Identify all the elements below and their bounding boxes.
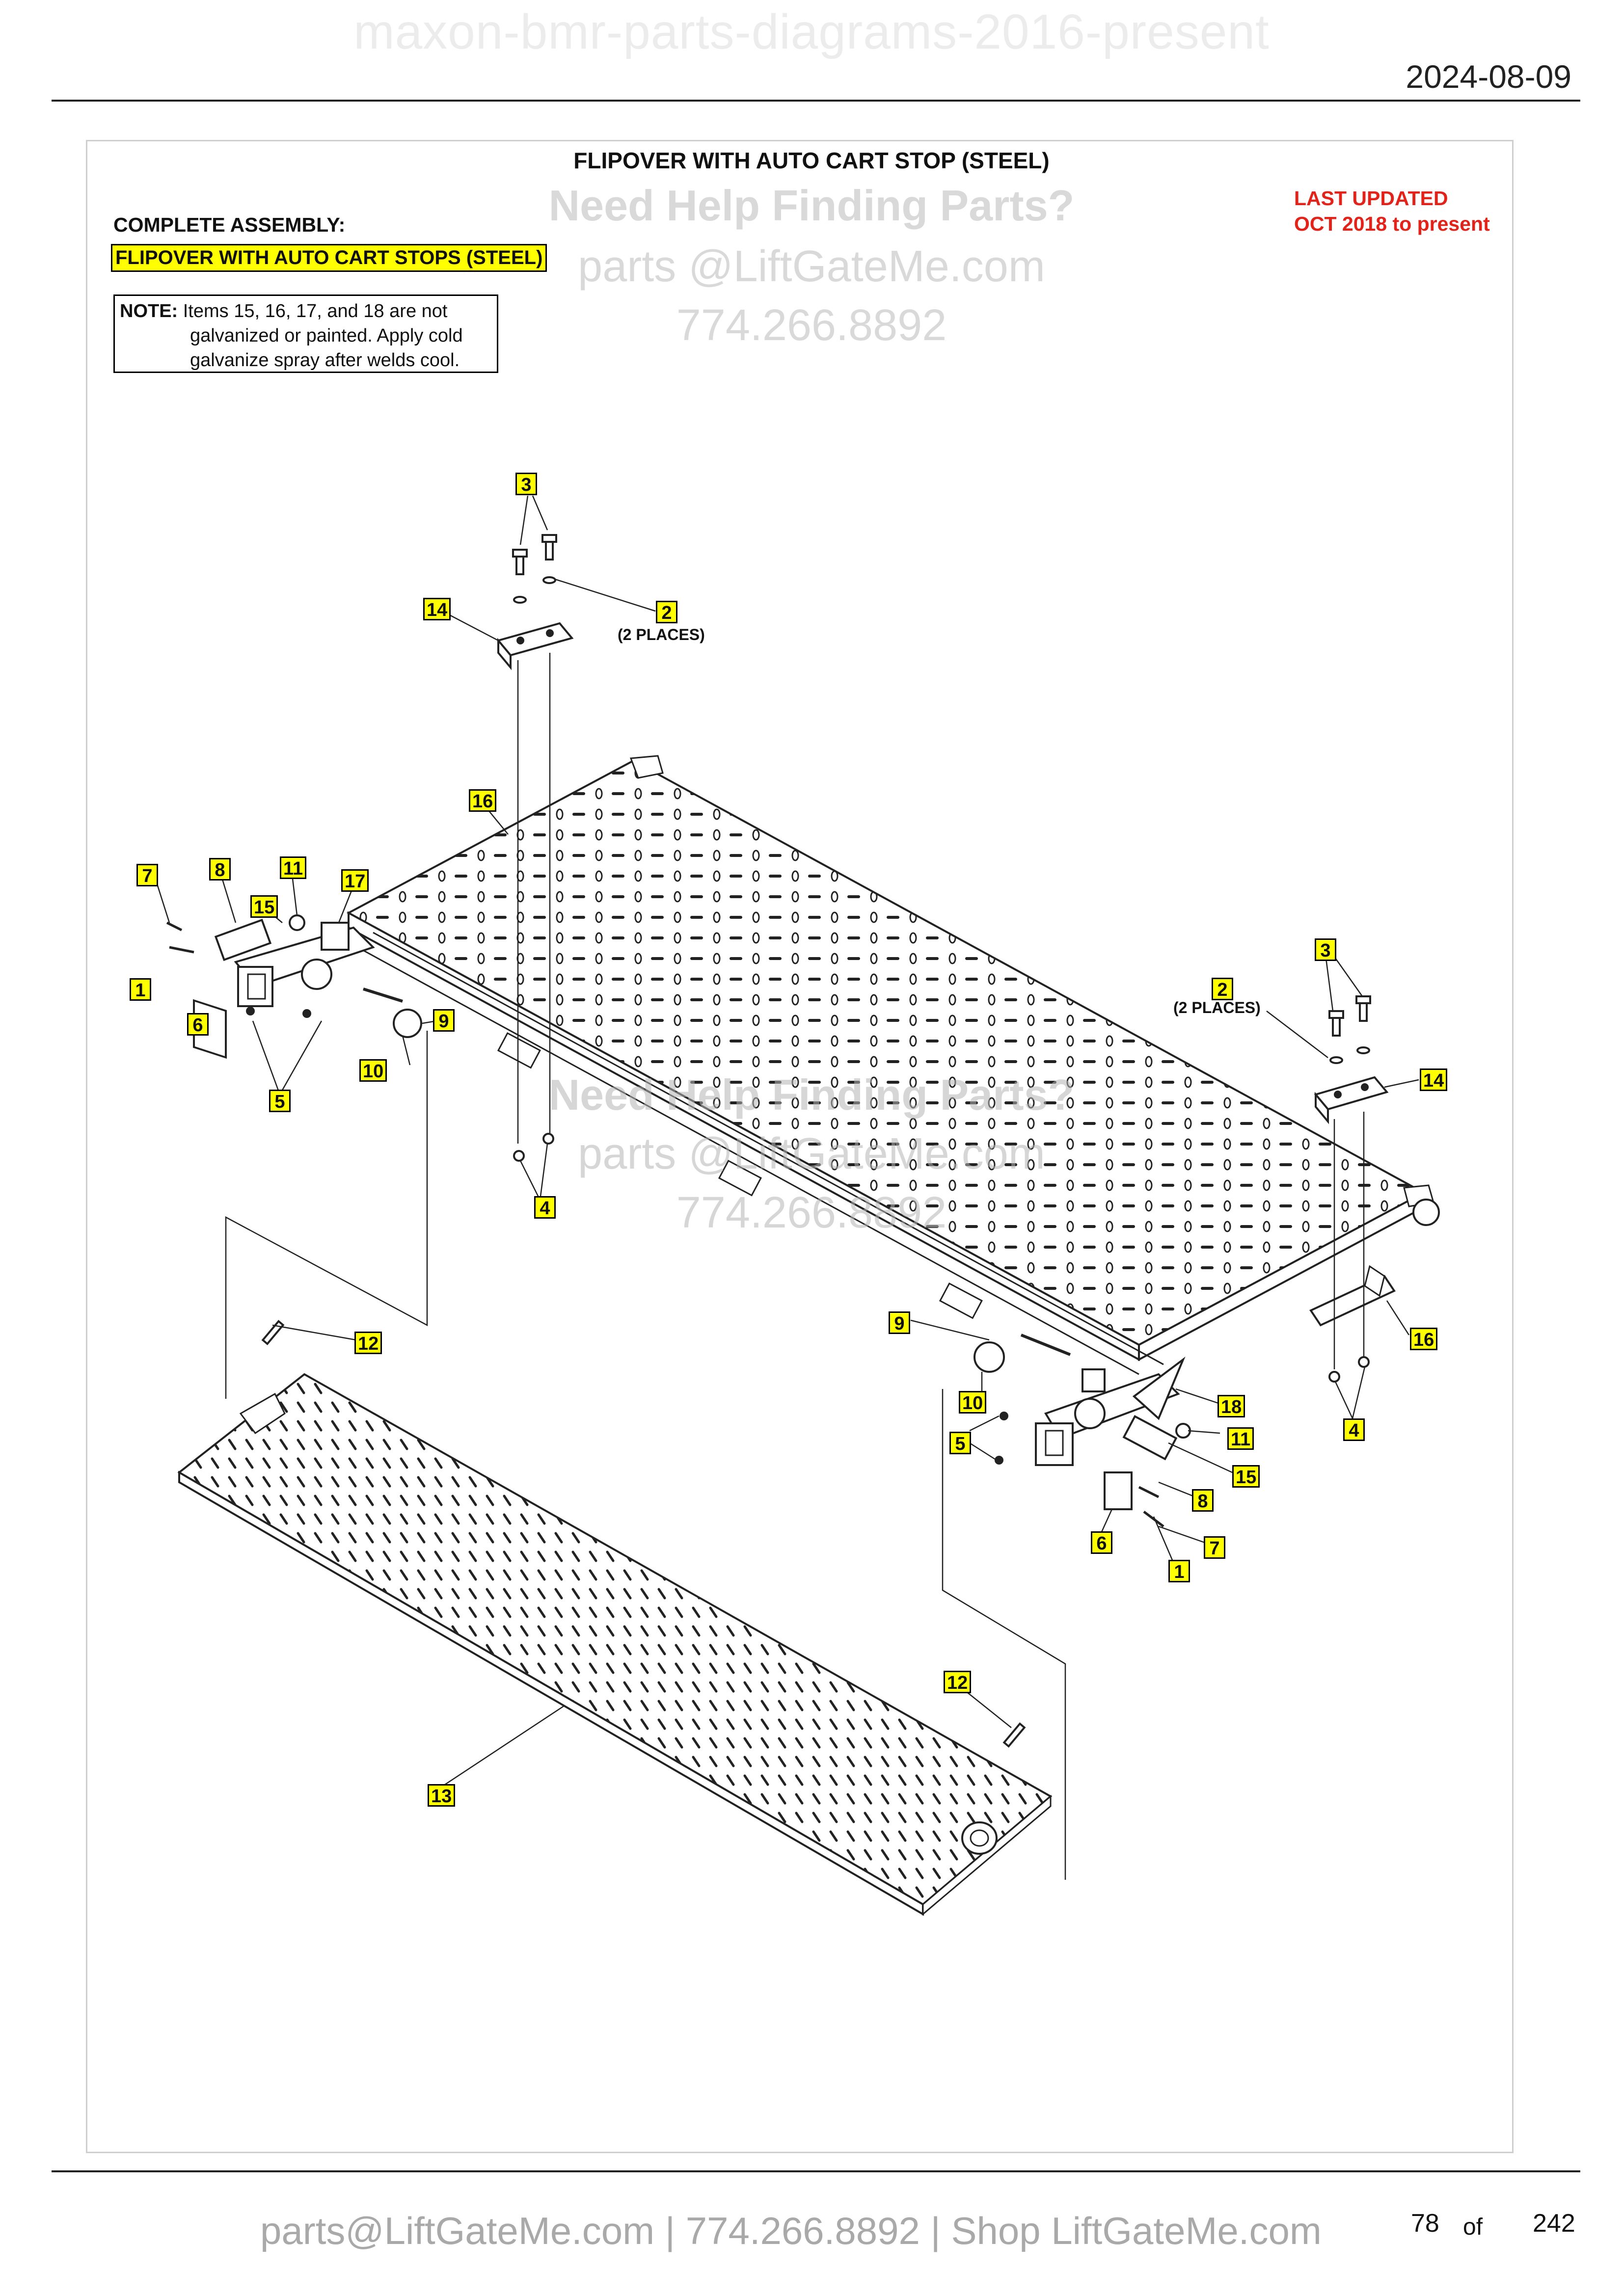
callout-6: 6 — [187, 1013, 209, 1036]
places-note-right: (2 PLACES) — [1173, 999, 1261, 1016]
callout-9-right: 9 — [889, 1311, 910, 1334]
callout-15: 15 — [250, 895, 278, 918]
callout-4: 4 — [534, 1196, 556, 1219]
note-line-3: galvanize spray after welds cool. — [190, 350, 460, 371]
leader-lines — [155, 495, 1419, 1880]
footer-contact: parts@LiftGateMe.com | 774.266.8892 | Sh… — [260, 2209, 1322, 2252]
callout-7-right: 7 — [1204, 1536, 1225, 1559]
callout-8-right: 8 — [1192, 1489, 1214, 1512]
note-box: NOTE: Items 15, 16, 17, and 18 are not g… — [113, 294, 498, 373]
diagram-frame — [86, 140, 1514, 2153]
callout-1-right: 1 — [1168, 1560, 1190, 1582]
footer-rule — [52, 2170, 1580, 2172]
callout-4-right: 4 — [1343, 1418, 1365, 1441]
page-total: 242 — [1533, 2209, 1575, 2238]
left-hinge-assembly — [166, 914, 422, 1059]
callout-1: 1 — [130, 978, 151, 1001]
callout-18: 18 — [1217, 1395, 1245, 1417]
callout-14-right: 14 — [1420, 1068, 1448, 1091]
main-platform — [346, 755, 1440, 1375]
callout-6-right: 6 — [1091, 1531, 1112, 1554]
help-watermark-email: parts @LiftGateMe.com — [578, 242, 1045, 291]
callout-16: 16 — [469, 789, 497, 812]
callout-2: 2 — [656, 601, 677, 623]
callout-9: 9 — [433, 1009, 455, 1032]
callout-7: 7 — [136, 864, 158, 886]
header-watermark: maxon-bmr-parts-diagrams-2016-present — [353, 4, 1270, 59]
callout-16-right: 16 — [1410, 1328, 1438, 1350]
diagram-title: FLIPOVER WITH AUTO CART STOP (STEEL) — [573, 148, 1050, 173]
assembly-label: COMPLETE ASSEMBLY: — [113, 214, 346, 236]
help-watermark-heading: Need Help Finding Parts? — [548, 181, 1075, 230]
header-rule — [52, 100, 1580, 102]
assembly-name: FLIPOVER WITH AUTO CART STOPS (STEEL) — [111, 244, 547, 272]
callout-5: 5 — [269, 1090, 291, 1112]
help-watermark-email-overlay: parts @LiftGateMe.com — [578, 1129, 1045, 1178]
page-of: of — [1463, 2214, 1483, 2240]
note-label: NOTE: — [120, 301, 178, 321]
callout-11: 11 — [280, 856, 307, 879]
cart-stop-blocks — [496, 622, 1389, 1124]
callout-5-right: 5 — [949, 1432, 971, 1454]
callout-14: 14 — [423, 598, 451, 620]
last-updated-range: OCT 2018 to present — [1294, 213, 1490, 235]
help-watermark-phone-overlay: 774.266.8892 — [676, 1188, 947, 1237]
callout-12-right: 12 — [944, 1671, 972, 1693]
places-note-left: (2 PLACES) — [618, 626, 705, 643]
flipover-plate — [177, 1373, 1053, 1916]
note-line-2: galvanized or painted. Apply cold — [190, 325, 463, 346]
note-line-1: Items 15, 16, 17, and 18 are not — [183, 301, 448, 321]
last-updated: LAST UPDATED OCT 2018 to present — [1294, 186, 1490, 237]
callout-2-right: 2 — [1212, 978, 1233, 1000]
callout-17: 17 — [341, 869, 369, 892]
last-updated-label: LAST UPDATED — [1294, 187, 1448, 210]
help-watermark-heading-overlay: Need Help Finding Parts? — [548, 1070, 1075, 1119]
right-hinge-assembly — [974, 1265, 1396, 1527]
callout-8: 8 — [209, 858, 231, 881]
callout-15-right: 15 — [1232, 1465, 1260, 1488]
header-date: 2024-08-09 — [1406, 58, 1571, 95]
callout-10: 10 — [359, 1059, 387, 1082]
callout-13: 13 — [428, 1784, 456, 1807]
page-current: 78 — [1411, 2209, 1439, 2238]
callout-3-right: 3 — [1315, 938, 1336, 961]
callout-10-right: 10 — [959, 1391, 987, 1414]
callout-3: 3 — [515, 473, 537, 495]
help-watermark-phone: 774.266.8892 — [676, 301, 947, 350]
callout-11-right: 11 — [1227, 1427, 1254, 1450]
callout-12: 12 — [354, 1332, 382, 1354]
